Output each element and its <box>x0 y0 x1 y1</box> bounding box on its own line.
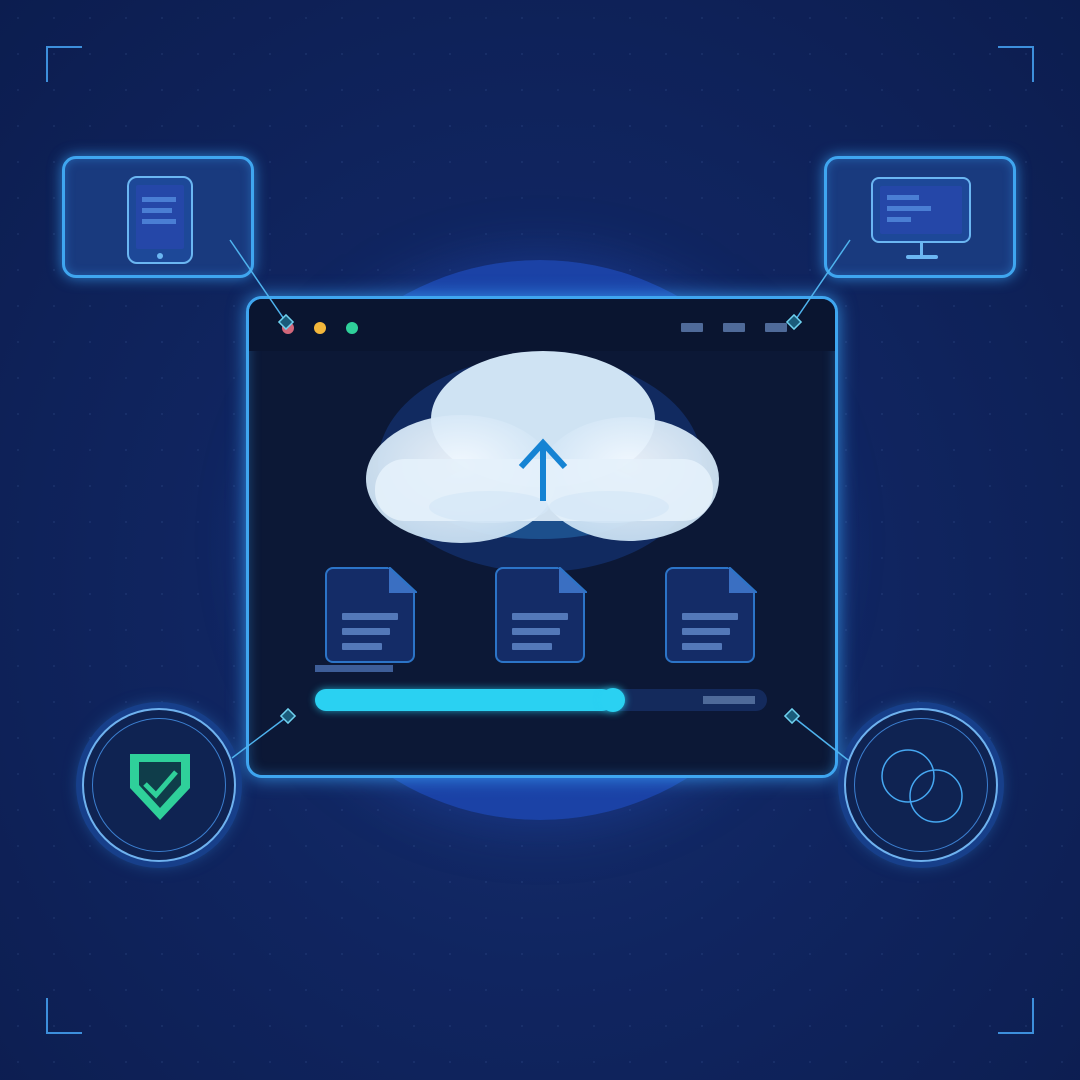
cloud-upload-icon[interactable] <box>249 339 835 599</box>
frame-corner-bottom-right <box>998 998 1034 1034</box>
shield-check-icon <box>130 754 190 820</box>
linked-circles-icon <box>881 749 963 823</box>
titlebar-menu-item[interactable] <box>723 323 745 332</box>
titlebar-menu-item[interactable] <box>681 323 703 332</box>
upload-progress-bar[interactable] <box>315 688 767 712</box>
window-minimize-button[interactable] <box>314 322 326 334</box>
frame-corner-top-right <box>998 46 1034 82</box>
file-caption-placeholder <box>315 665 393 672</box>
frame-corner-top-left <box>46 46 82 82</box>
page-fold-icon <box>729 567 757 593</box>
connector-node <box>279 707 297 725</box>
monitor-device-card[interactable] <box>824 156 1016 278</box>
page-fold-icon <box>389 567 417 593</box>
upload-window[interactable] <box>246 296 838 778</box>
tablet-icon <box>127 176 193 264</box>
connector-node <box>785 313 803 331</box>
security-badge[interactable] <box>82 708 236 862</box>
connector-node <box>783 707 801 725</box>
progress-label-placeholder <box>703 696 755 704</box>
document-icon <box>495 567 585 663</box>
tablet-device-card[interactable] <box>62 156 254 278</box>
page-fold-icon <box>559 567 587 593</box>
connector-node <box>277 313 295 331</box>
window-maximize-button[interactable] <box>346 322 358 334</box>
upload-progress-fill <box>315 689 613 711</box>
sync-badge[interactable] <box>844 708 998 862</box>
frame-corner-bottom-left <box>46 998 82 1034</box>
monitor-icon <box>871 177 971 259</box>
window-titlebar <box>249 299 835 351</box>
titlebar-menu-item[interactable] <box>765 323 787 332</box>
upload-progress-handle[interactable] <box>601 688 625 712</box>
upload-arrow-icon <box>518 438 568 501</box>
